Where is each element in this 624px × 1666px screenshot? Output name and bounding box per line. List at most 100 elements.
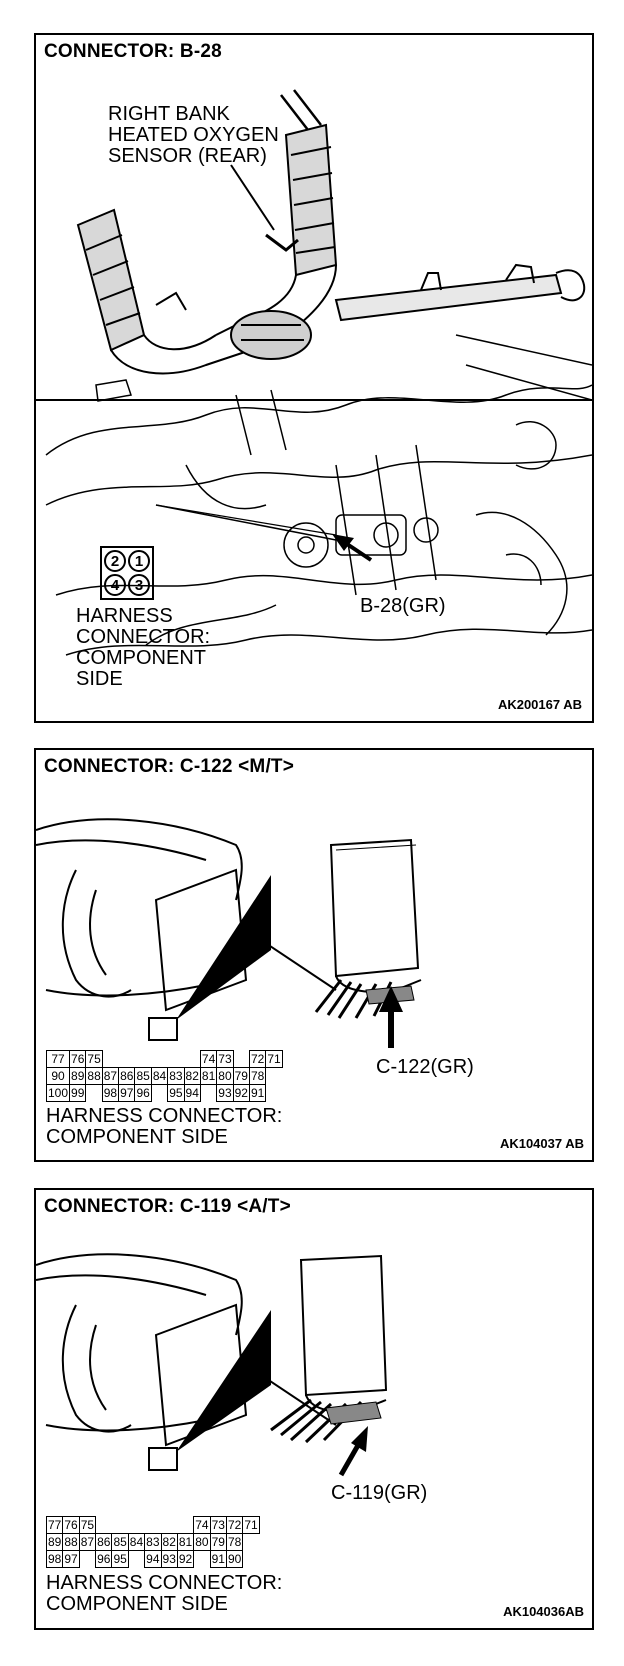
pin-3: 3 — [128, 574, 150, 596]
pin-cell: 80 — [193, 1533, 211, 1551]
pin-cell: 86 — [118, 1067, 136, 1085]
c119-arrow — [338, 1426, 368, 1477]
pin-cell: 83 — [144, 1533, 162, 1551]
pin-cell: 71 — [265, 1050, 283, 1068]
ecu-drawing — [270, 1254, 388, 1444]
pin-cell: 77 — [45, 1516, 64, 1534]
component-label-line-2: HEATED OXYGEN — [108, 124, 279, 146]
pin-cell: 74 — [199, 1050, 218, 1068]
pin-cell: 71 — [242, 1516, 260, 1534]
exhaust-and-engine-illustration — [45, 89, 592, 656]
pin-cell: 76 — [69, 1050, 87, 1068]
pin-cell: 86 — [95, 1533, 113, 1551]
harness-label-line-2: CONNECTOR: — [76, 626, 211, 648]
pin-cell: 91 — [248, 1084, 267, 1102]
pin-gap — [79, 1551, 95, 1568]
pin-gap — [200, 1085, 216, 1102]
connector-location — [148, 1447, 178, 1471]
pin-cell: 97 — [118, 1084, 136, 1102]
pin-cell: 75 — [85, 1050, 103, 1068]
pin-gap — [128, 1551, 144, 1568]
pin-frame — [100, 546, 154, 600]
pin-cell: 82 — [183, 1067, 201, 1085]
panel-title: CONNECTOR: C-119 <A/T> — [44, 1196, 291, 1217]
pin-cell: 96 — [95, 1550, 113, 1568]
pin-gap — [168, 1051, 184, 1068]
pin-cell: 78 — [225, 1533, 244, 1551]
connector-b28-panel: CONNECTOR: B-28 — [34, 33, 594, 723]
pin-gap — [119, 1051, 135, 1068]
pin-gap — [128, 1517, 144, 1534]
connector-callout: C-119(GR) — [331, 1482, 428, 1504]
figure-code: AK104036AB — [503, 1604, 584, 1619]
zoom-wedge — [176, 875, 271, 1020]
pin-cell: 91 — [209, 1550, 227, 1568]
pin-gap — [233, 1051, 249, 1068]
pin-cell: 85 — [134, 1067, 152, 1085]
panel-title: CONNECTOR: C-122 <M/T> — [44, 756, 295, 777]
zoom-wedge — [176, 1310, 271, 1452]
pin-gap — [86, 1085, 102, 1102]
pin-cell: 77 — [45, 1050, 71, 1068]
pin-cell: 79 — [209, 1533, 227, 1551]
pin-cell: 78 — [248, 1067, 267, 1085]
ecu-drawing — [314, 838, 422, 1019]
pin-cell: 93 — [160, 1550, 178, 1568]
harness-label-line-3: COMPONENT — [76, 647, 206, 669]
pin-cell: 98 — [101, 1084, 120, 1102]
pin-gap — [96, 1517, 112, 1534]
pin-cell: 92 — [176, 1550, 195, 1568]
pin-cell: 89 — [45, 1533, 64, 1551]
connector-callout: C-122(GR) — [376, 1056, 474, 1078]
harness-label-line-2: COMPONENT SIDE — [46, 1593, 228, 1615]
pin-4: 4 — [104, 574, 126, 596]
pin-gap — [161, 1517, 177, 1534]
pin-cell: 82 — [160, 1533, 178, 1551]
component-label-line-3: SENSOR (REAR) — [108, 145, 267, 167]
pin-cell: 87 — [78, 1533, 97, 1551]
pin-cell: 81 — [176, 1533, 195, 1551]
pin-cell: 98 — [45, 1550, 64, 1568]
pin-cell: 84 — [127, 1533, 146, 1551]
pin-cell: 92 — [232, 1084, 250, 1102]
pin-cell: 83 — [167, 1067, 185, 1085]
harness-label-line-2: COMPONENT SIDE — [46, 1126, 228, 1148]
pin-cell: 94 — [144, 1550, 162, 1568]
exhaust-pipe-drawing — [76, 89, 586, 375]
pin-gap — [102, 1051, 118, 1068]
pin-cell: 95 — [167, 1084, 185, 1102]
pin-cell: 88 — [85, 1067, 103, 1085]
panel-divider — [36, 399, 592, 401]
harness-label-line-1: HARNESS CONNECTOR: — [46, 1572, 283, 1594]
pin-cell: 72 — [248, 1050, 267, 1068]
figure-code: AK104037 AB — [499, 1136, 584, 1151]
pin-cell: 80 — [216, 1067, 234, 1085]
pin-cell: 97 — [62, 1550, 80, 1568]
pin-gap — [151, 1051, 167, 1068]
pin-cell: 73 — [216, 1050, 234, 1068]
pin-gap — [112, 1517, 128, 1534]
pin-cell: 94 — [183, 1084, 201, 1102]
pin-cell: 73 — [209, 1516, 227, 1534]
dashboard-illustration — [36, 1253, 388, 1477]
pin-cell: 72 — [225, 1516, 244, 1534]
dashboard-illustration — [36, 818, 422, 1048]
pin-2: 2 — [104, 550, 126, 572]
pin-cell: 81 — [199, 1067, 218, 1085]
pin-gap — [184, 1051, 200, 1068]
pin-cell: 87 — [101, 1067, 120, 1085]
pin-gap — [135, 1051, 151, 1068]
c122-arrow — [379, 986, 403, 1048]
pin-cell: 84 — [150, 1067, 169, 1085]
pin-gap — [145, 1517, 161, 1534]
pin-cell: 90 — [45, 1067, 71, 1085]
